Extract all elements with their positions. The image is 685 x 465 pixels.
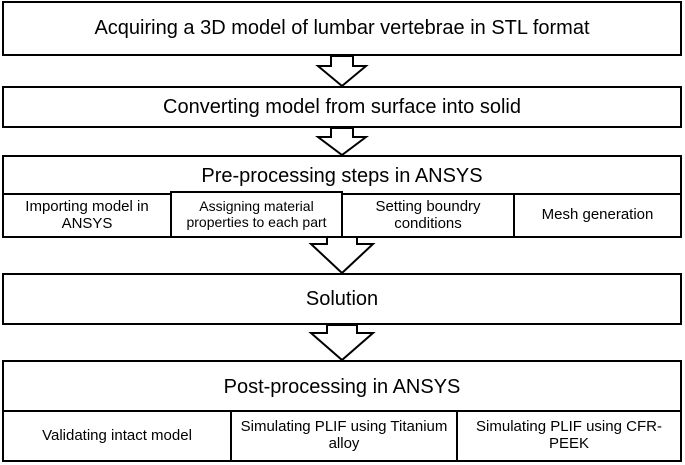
preprocess-item-materials: Assigning material properties to each pa… xyxy=(170,191,343,238)
arrow-solution-to-postprocess xyxy=(308,324,376,362)
preprocess-item-mesh: Mesh generation xyxy=(513,193,682,238)
step-acquire-box: Acquiring a 3D model of lumbar vertebrae… xyxy=(2,1,682,56)
arrow-preprocess-to-solution xyxy=(308,235,376,275)
step-solution-box: Solution xyxy=(2,273,682,325)
step-postprocess-title: Post-processing in ANSYS xyxy=(223,375,461,398)
preprocess-item-import: Importing model in ANSYS xyxy=(2,193,172,238)
arrow-acquire-to-convert xyxy=(315,55,369,88)
step-convert-box: Converting model from surface into solid xyxy=(2,86,682,128)
arrow-convert-to-preprocess xyxy=(315,127,369,157)
step-convert-label: Converting model from surface into solid xyxy=(163,95,521,118)
postprocess-item-titanium: Simulating PLIF using Titanium alloy xyxy=(230,410,458,462)
step-acquire-label: Acquiring a 3D model of lumbar vertebrae… xyxy=(94,17,590,39)
postprocess-item-cfr-peek: Simulating PLIF using CFR-PEEK xyxy=(456,410,682,462)
step-preprocess-title: Pre-processing steps in ANSYS xyxy=(201,164,483,187)
postprocess-item-validate: Validating intact model xyxy=(2,410,232,462)
preprocess-item-boundary: Setting boundry conditions xyxy=(341,193,515,238)
step-solution-label: Solution xyxy=(305,287,379,310)
